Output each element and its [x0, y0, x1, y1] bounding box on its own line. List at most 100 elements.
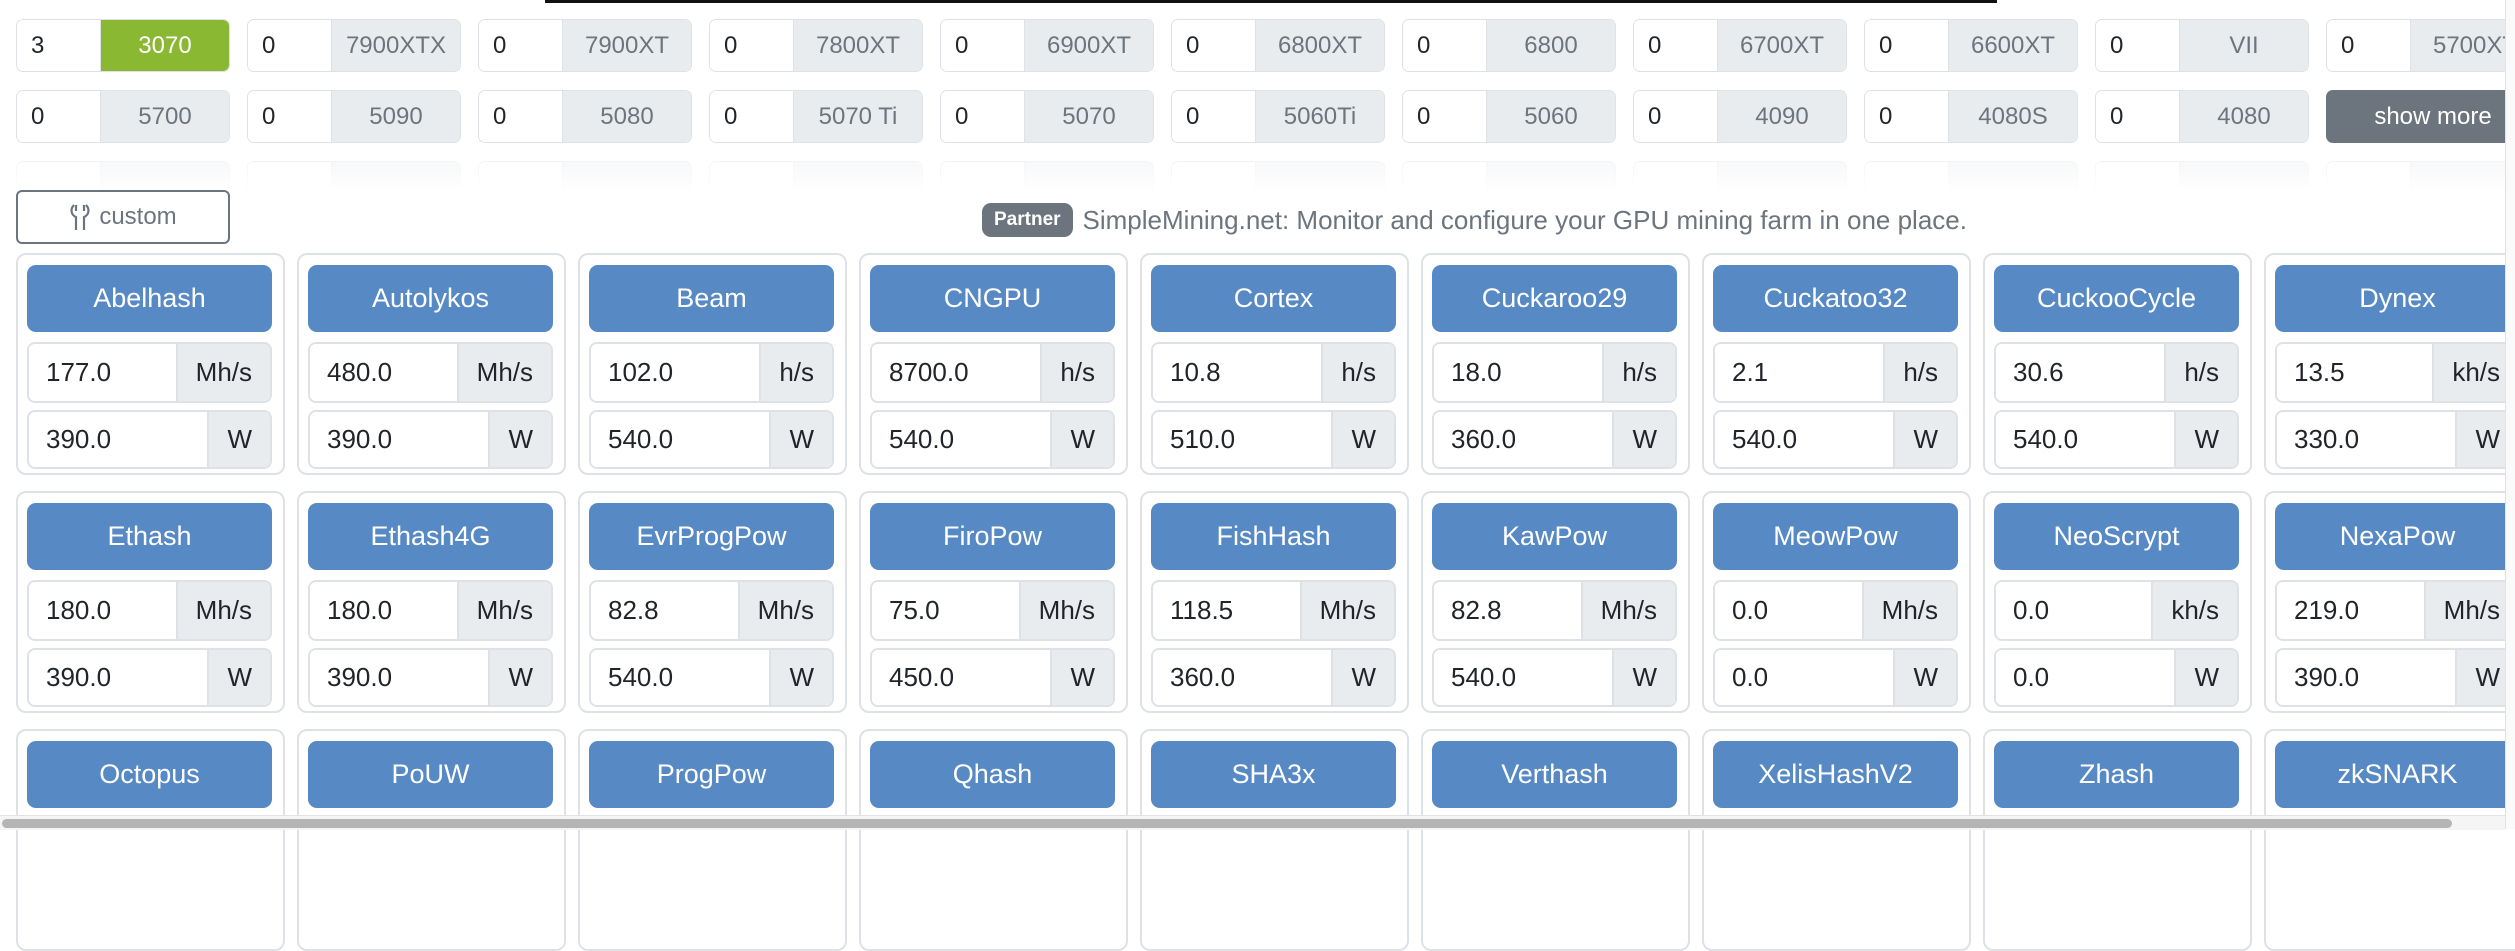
gpu-card[interactable]: 5080 [478, 90, 692, 143]
algorithm-toggle-button[interactable]: Ethash4G [308, 503, 553, 570]
algorithm-toggle-button[interactable]: ProgPow [589, 741, 834, 808]
gpu-model-toggle[interactable]: 5060Ti [1256, 91, 1384, 142]
gpu-model-toggle[interactable]: 6900XT [1025, 20, 1153, 71]
power-input[interactable]: 390.0 [29, 650, 208, 705]
power-input[interactable]: 360.0 [1434, 412, 1613, 467]
hashrate-input[interactable]: 180.0 [29, 582, 176, 639]
algorithm-toggle-button[interactable]: Cuckaroo29 [1432, 265, 1677, 332]
gpu-model-toggle[interactable]: 5700 [101, 91, 229, 142]
gpu-model-toggle[interactable]: 7800XT [794, 20, 922, 71]
gpu-card[interactable]: 6900XT [940, 19, 1154, 72]
gpu-card[interactable]: 4090 [1633, 90, 1847, 143]
algorithm-toggle-button[interactable]: Autolykos [308, 265, 553, 332]
gpu-model-toggle[interactable]: VII [2180, 20, 2308, 71]
algorithm-toggle-button[interactable]: EvrProgPow [589, 503, 834, 570]
gpu-quantity-input[interactable] [710, 91, 794, 142]
gpu-card[interactable]: 5070 Ti [709, 90, 923, 143]
gpu-quantity-input[interactable] [1172, 91, 1256, 142]
gpu-model-toggle[interactable]: 4080 [2180, 91, 2308, 142]
gpu-card[interactable]: 5070 [940, 90, 1154, 143]
gpu-quantity-input[interactable] [2327, 20, 2411, 71]
gpu-card[interactable]: 7900XT [478, 19, 692, 72]
algorithm-toggle-button[interactable]: Dynex [2275, 265, 2515, 332]
power-input[interactable]: 540.0 [1996, 412, 2175, 467]
algorithm-toggle-button[interactable]: Qhash [870, 741, 1115, 808]
gpu-card[interactable]: 6700XT [1633, 19, 1847, 72]
algorithm-toggle-button[interactable]: Ethash [27, 503, 272, 570]
partner-banner[interactable]: Partner SimpleMining.net: Monitor and co… [982, 203, 1967, 237]
hashrate-input[interactable]: 13.5 [2277, 344, 2433, 401]
gpu-quantity-input[interactable] [710, 20, 794, 71]
gpu-card[interactable]: 5090 [247, 90, 461, 143]
gpu-card[interactable]: 6800 [1402, 19, 1616, 72]
gpu-card[interactable]: 6600XT [1864, 19, 2078, 72]
gpu-quantity-input[interactable] [941, 20, 1025, 71]
hashrate-input[interactable]: 8700.0 [872, 344, 1041, 401]
gpu-card[interactable]: 3070 [16, 19, 230, 72]
partner-text[interactable]: SimpleMining.net: Monitor and configure … [1082, 204, 1967, 235]
algorithm-toggle-button[interactable]: Zhash [1994, 741, 2239, 808]
gpu-quantity-input[interactable] [941, 91, 1025, 142]
gpu-card[interactable]: 7800XT [709, 19, 923, 72]
hashrate-input[interactable]: 177.0 [29, 344, 176, 401]
hashrate-input[interactable]: 82.8 [591, 582, 738, 639]
gpu-model-toggle[interactable]: 4090 [1718, 91, 1846, 142]
algorithm-toggle-button[interactable]: CuckooCycle [1994, 265, 2239, 332]
gpu-quantity-input[interactable] [17, 20, 101, 71]
algorithm-toggle-button[interactable]: FishHash [1151, 503, 1396, 570]
power-input[interactable]: 390.0 [29, 412, 208, 467]
algorithm-toggle-button[interactable]: Beam [589, 265, 834, 332]
gpu-quantity-input[interactable] [2096, 91, 2180, 142]
gpu-quantity-input[interactable] [1403, 20, 1487, 71]
gpu-quantity-input[interactable] [1865, 91, 1949, 142]
power-input[interactable]: 540.0 [591, 650, 770, 705]
hashrate-input[interactable]: 0.0 [1715, 582, 1862, 639]
power-input[interactable]: 540.0 [1715, 412, 1894, 467]
gpu-card[interactable]: 5700 [16, 90, 230, 143]
algorithm-toggle-button[interactable]: zkSNARK [2275, 741, 2515, 808]
gpu-card[interactable]: 5060Ti [1171, 90, 1385, 143]
gpu-card[interactable]: 6800XT [1171, 19, 1385, 72]
gpu-card[interactable]: 7900XTX [247, 19, 461, 72]
show-more-button[interactable]: show more [2326, 90, 2515, 143]
hashrate-input[interactable]: 75.0 [872, 582, 1019, 639]
algorithm-toggle-button[interactable]: Abelhash [27, 265, 272, 332]
algorithm-toggle-button[interactable]: CNGPU [870, 265, 1115, 332]
gpu-quantity-input[interactable] [248, 91, 332, 142]
power-input[interactable]: 360.0 [1153, 650, 1332, 705]
power-input[interactable]: 540.0 [872, 412, 1051, 467]
gpu-model-toggle[interactable]: 6700XT [1718, 20, 1846, 71]
gpu-quantity-input[interactable] [1865, 20, 1949, 71]
hashrate-input[interactable]: 82.8 [1434, 582, 1581, 639]
hashrate-input[interactable]: 118.5 [1153, 582, 1300, 639]
gpu-quantity-input[interactable] [2096, 20, 2180, 71]
gpu-card[interactable]: VII [2095, 19, 2309, 72]
gpu-quantity-input[interactable] [1172, 20, 1256, 71]
algorithm-toggle-button[interactable]: SHA3x [1151, 741, 1396, 808]
power-input[interactable]: 0.0 [1715, 650, 1894, 705]
gpu-quantity-input[interactable] [479, 20, 563, 71]
hashrate-input[interactable]: 180.0 [310, 582, 457, 639]
gpu-model-toggle[interactable]: 6600XT [1949, 20, 2077, 71]
hashrate-input[interactable]: 102.0 [591, 344, 760, 401]
algorithm-toggle-button[interactable]: NeoScrypt [1994, 503, 2239, 570]
power-input[interactable]: 540.0 [591, 412, 770, 467]
gpu-model-toggle[interactable]: 6800XT [1256, 20, 1384, 71]
algorithm-toggle-button[interactable]: NexaPow [2275, 503, 2515, 570]
gpu-model-toggle[interactable]: 5070 Ti [794, 91, 922, 142]
power-input[interactable]: 390.0 [310, 412, 489, 467]
gpu-model-toggle[interactable]: 5080 [563, 91, 691, 142]
gpu-card[interactable]: 5060 [1402, 90, 1616, 143]
hashrate-input[interactable]: 480.0 [310, 344, 457, 401]
gpu-quantity-input[interactable] [1634, 91, 1718, 142]
gpu-model-toggle[interactable]: 4080S [1949, 91, 2077, 142]
hashrate-input[interactable]: 0.0 [1996, 582, 2152, 639]
power-input[interactable]: 390.0 [2277, 650, 2456, 705]
power-input[interactable]: 330.0 [2277, 412, 2456, 467]
gpu-model-toggle[interactable]: 7900XT [563, 20, 691, 71]
gpu-model-toggle[interactable]: 5700XT [2411, 20, 2515, 71]
horizontal-scrollbar[interactable] [0, 815, 2505, 830]
scrollbar-thumb[interactable] [2, 819, 2452, 828]
gpu-model-toggle[interactable]: 6800 [1487, 20, 1615, 71]
gpu-model-toggle[interactable]: 5090 [332, 91, 460, 142]
